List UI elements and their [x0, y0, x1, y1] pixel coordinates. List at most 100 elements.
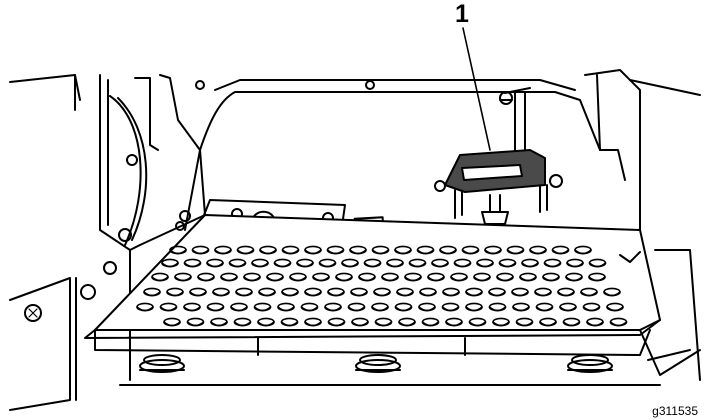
- dimple-shadow: [304, 291, 322, 297]
- dimple-shadow: [273, 262, 292, 268]
- dimple-shadow: [559, 306, 577, 312]
- dimple-shadow: [136, 306, 154, 312]
- dimple-shadow: [588, 276, 606, 282]
- dimple-shadow: [439, 249, 457, 255]
- dimple-shadow: [580, 291, 598, 297]
- dimple-shadow: [582, 306, 601, 312]
- dimple-shadow: [562, 321, 581, 327]
- dimple-shadow: [151, 276, 169, 282]
- dimple-shadow: [404, 276, 422, 282]
- dimple-shadow: [183, 262, 202, 268]
- dimple-shadow: [186, 321, 205, 327]
- dimple-shadow: [574, 249, 592, 255]
- dimple-shadow: [326, 249, 345, 255]
- dimple-shadow: [373, 291, 391, 297]
- dimple-shadow: [363, 262, 382, 268]
- dimple-shadow: [453, 262, 472, 268]
- dimple-shadow: [312, 276, 330, 282]
- dimple-shadow: [228, 262, 247, 268]
- dimple-shadow: [159, 306, 178, 312]
- dimple-shadow: [566, 262, 584, 268]
- dimple-shadow: [191, 249, 210, 255]
- dimple-shadow: [251, 262, 269, 268]
- dimple-shadow: [473, 276, 491, 282]
- figure-id: g311535: [652, 404, 698, 418]
- dimple-shadow: [496, 276, 514, 282]
- dimple-shadow: [289, 276, 307, 282]
- dimple-shadow: [529, 249, 547, 255]
- dimple-shadow: [183, 306, 201, 312]
- dimple-shadow: [189, 291, 207, 297]
- dimple-shadow: [266, 276, 284, 282]
- dimple-shadow: [281, 291, 299, 297]
- dimple-shadow: [161, 262, 179, 268]
- dimple-shadow: [442, 291, 460, 297]
- dimple-shadow: [519, 276, 537, 282]
- dimple-shadow: [347, 306, 366, 312]
- dimple-shadow: [243, 276, 261, 282]
- dimple-shadow: [551, 249, 570, 255]
- dimple-shadow: [461, 249, 480, 255]
- dimple-shadow: [484, 249, 502, 255]
- dimple-shadow: [488, 291, 506, 297]
- callout-leader: [462, 27, 491, 151]
- dimple-shadow: [465, 291, 483, 297]
- dimple-shadow: [565, 276, 583, 282]
- dimple-shadow: [341, 262, 359, 268]
- dimple-shadow: [431, 262, 449, 268]
- deck-dimples: [136, 245, 628, 327]
- dimple-shadow: [166, 291, 184, 297]
- dimple-shadow: [358, 276, 376, 282]
- dimple-shadow: [233, 321, 252, 327]
- dimple-shadow: [512, 306, 530, 312]
- dimple-shadow: [418, 306, 436, 312]
- dimple-shadow: [210, 321, 228, 327]
- dimple-shadow: [163, 321, 181, 327]
- dimple-shadow: [398, 321, 416, 327]
- dimple-shadow: [236, 249, 255, 255]
- dimple-shadow: [214, 249, 232, 255]
- dimple-shadow: [350, 291, 368, 297]
- dimple-shadow: [253, 306, 272, 312]
- dimple-shadow: [327, 291, 345, 297]
- dimple-shadow: [408, 262, 427, 268]
- deck-plate: [84, 214, 701, 381]
- dimple-shadow: [488, 306, 507, 312]
- dimple-shadow: [468, 321, 487, 327]
- dimple-shadow: [277, 306, 295, 312]
- dimple-shadow: [492, 321, 510, 327]
- left-frame: [9, 74, 148, 411]
- dimple-shadow: [476, 262, 494, 268]
- dimple-shadow: [394, 306, 413, 312]
- dimple-shadow: [258, 291, 276, 297]
- dimple-shadow: [535, 306, 554, 312]
- dimple-shadow: [281, 249, 300, 255]
- dimple-shadow: [220, 276, 238, 282]
- dimple-shadow: [511, 291, 529, 297]
- dimple-shadow: [588, 262, 607, 268]
- back-panel: [134, 69, 701, 251]
- dimple-shadow: [280, 321, 299, 327]
- bracket: [434, 87, 563, 225]
- dimple-shadow: [498, 262, 517, 268]
- dimple-shadow: [421, 321, 440, 327]
- dimple-shadow: [603, 291, 621, 297]
- dimple-shadow: [174, 276, 192, 282]
- dimple-shadow: [381, 276, 399, 282]
- dimple-shadow: [515, 321, 534, 327]
- dimple-shadow: [416, 249, 435, 255]
- dimple-shadow: [197, 276, 215, 282]
- dimple-shadow: [335, 276, 353, 282]
- dimple-shadow: [542, 276, 560, 282]
- dimple-shadow: [534, 291, 552, 297]
- dimple-shadow: [450, 276, 468, 282]
- dimple-shadow: [586, 321, 604, 327]
- dimple-shadow: [206, 306, 225, 312]
- dimple-shadow: [606, 306, 624, 312]
- dimple-shadow: [419, 291, 437, 297]
- dimple-shadow: [351, 321, 369, 327]
- dimple-shadow: [304, 249, 322, 255]
- dimple-shadow: [371, 306, 389, 312]
- dimple-shadow: [465, 306, 483, 312]
